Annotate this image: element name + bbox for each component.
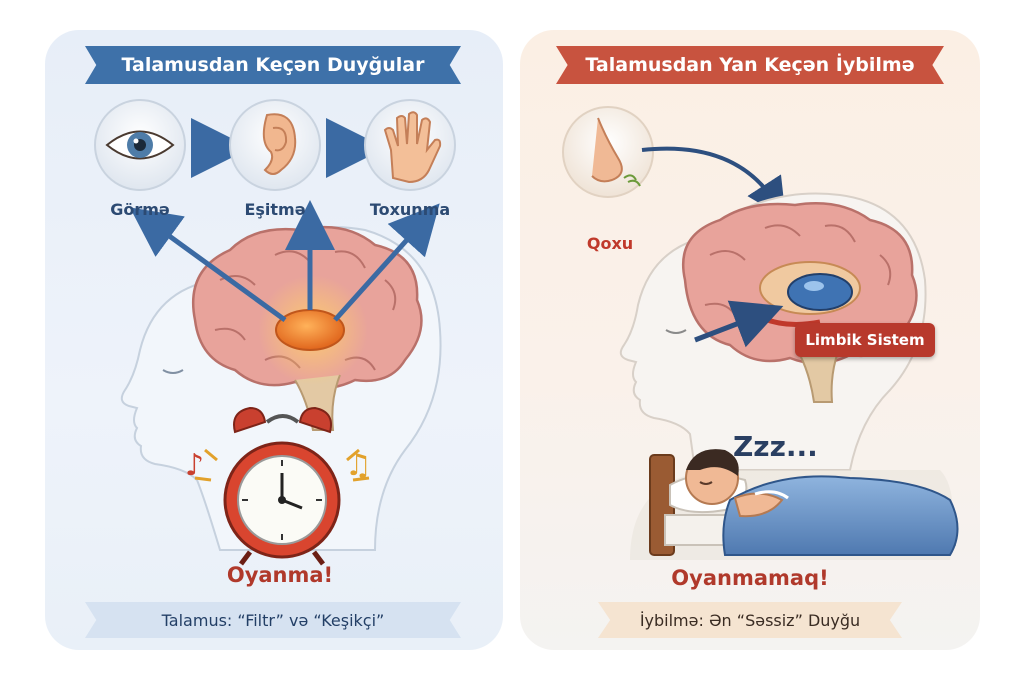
music-note-icon: ♫ bbox=[345, 448, 372, 483]
hand-icon bbox=[364, 99, 456, 191]
left-panel-title: Talamusdan Keçən Duyğular bbox=[85, 46, 461, 84]
brain bbox=[191, 225, 423, 431]
right-result: Oyanmamaq! bbox=[671, 566, 829, 590]
sense-label-touch: Toxunma bbox=[369, 200, 451, 219]
limbic-system-label: Limbik Sistem bbox=[795, 323, 935, 357]
eye-icon bbox=[94, 99, 186, 191]
sleeping-person bbox=[630, 449, 959, 560]
right-panel-title: Talamusdan Yan Keçən İybilmə bbox=[556, 46, 944, 84]
left-footer: Talamus: “Filtr” və “Keşikçi” bbox=[85, 602, 461, 638]
music-note-icon: ♪ bbox=[185, 448, 204, 483]
olfactory-region bbox=[787, 273, 853, 311]
snore-text: Zzz... bbox=[733, 430, 818, 463]
right-footer: İybilmə: Ən “Səssiz” Duyğu bbox=[598, 602, 902, 638]
olfaction-panel: Talamusdan Yan Keçən İybilmə bbox=[520, 30, 980, 650]
left-illustration: ♪ ♫ bbox=[94, 99, 456, 566]
ear-icon bbox=[229, 99, 321, 191]
thalamus-senses-panel: Talamusdan Keçən Duyğular bbox=[45, 30, 503, 650]
thalamus bbox=[275, 309, 345, 351]
left-result: Oyanma! bbox=[226, 563, 334, 587]
smell-label: Qoxu bbox=[586, 234, 634, 253]
right-illustration bbox=[562, 106, 959, 560]
sense-label-sight: Görmə bbox=[110, 200, 170, 219]
nose-icon bbox=[562, 106, 654, 198]
sense-label-hearing: Eşitmə bbox=[244, 200, 306, 219]
alarm-clock bbox=[194, 406, 370, 566]
